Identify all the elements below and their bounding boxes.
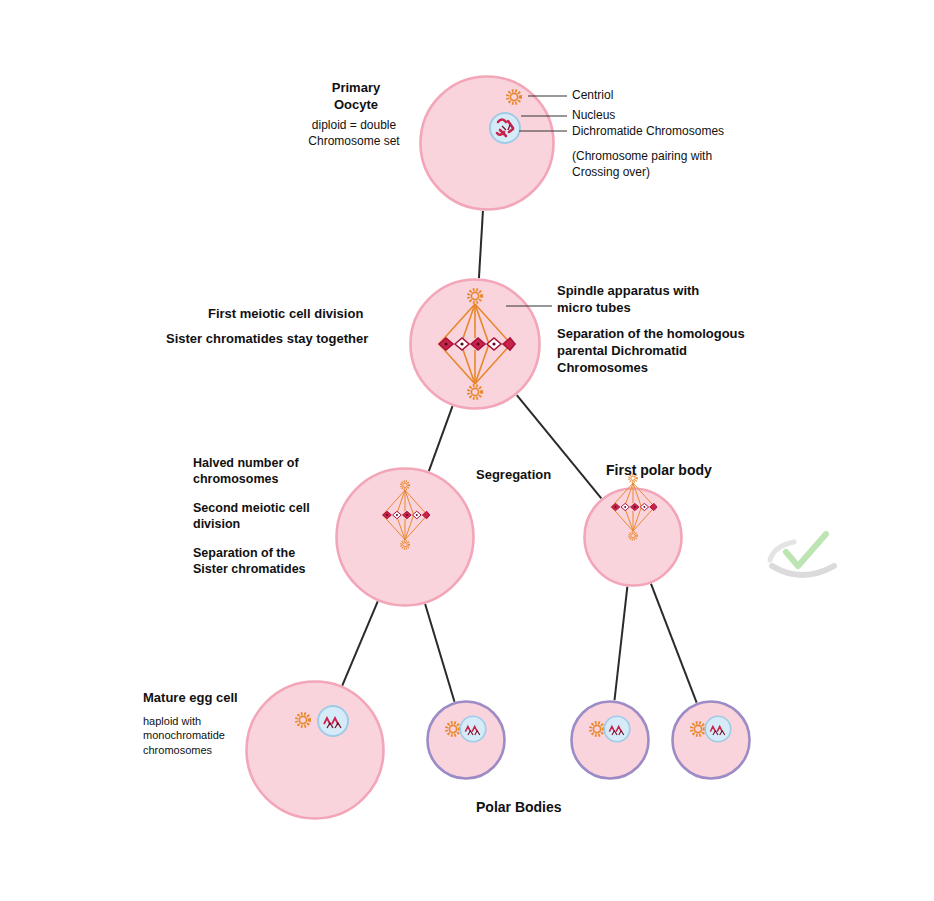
cell-outline [245, 680, 385, 820]
cell-description: haploid with monochromatide chromosomes [143, 714, 247, 757]
cell-heading: Mature egg cell [143, 690, 293, 707]
connector-line [615, 587, 628, 701]
cell-outline [671, 700, 751, 780]
cell-outline [335, 467, 475, 607]
cell-outline [426, 700, 506, 780]
part-label: Spindle apparatus with micro tubes [557, 283, 727, 317]
cell-circle: First meiotic cell divisionSister chroma… [409, 278, 541, 410]
connector-line [342, 601, 378, 685]
connector-line [429, 406, 453, 471]
cell-outline [419, 75, 555, 211]
cell-circle: Mature egg cellhaploid with monochromati… [245, 680, 385, 820]
cell-circle: First polar body [583, 487, 683, 587]
cell-outline [570, 700, 650, 780]
cell-outline [409, 278, 541, 410]
cell-circle: Primary Oocytediploid = double Chromosom… [419, 75, 555, 211]
connector-line [651, 584, 697, 703]
group-label: Polar Bodies [476, 798, 606, 816]
cell-outline [583, 487, 683, 587]
cell-description: diploid = double Chromosome set [290, 118, 418, 149]
cell-heading: First meiotic cell division [208, 306, 404, 323]
part-label: Centriol [572, 88, 692, 104]
note: Separation of the homologous parental Di… [557, 326, 772, 377]
cell-heading: Primary Oocyte [318, 80, 394, 114]
polar-body-cell [426, 700, 506, 780]
cell-description: Second meiotic cell division [193, 500, 321, 533]
cell-description: Sister chromatides stay together [166, 331, 404, 348]
connector-line [425, 604, 454, 702]
cell-description: Separation of the Sister chromatides [193, 545, 329, 578]
note: (Chromosome pairing with Crossing over) [572, 149, 722, 180]
cell-circle: Halved number of chromosomesSecond meiot… [335, 467, 475, 607]
cell-heading: First polar body [606, 461, 756, 479]
polar-body-cell [570, 700, 650, 780]
process-label: Segregation [476, 467, 586, 484]
part-label: Nucleus [572, 108, 692, 124]
connector-line [479, 211, 483, 278]
part-label: Dichromatide Chromosomes [572, 124, 772, 140]
polar-body-cell [671, 700, 751, 780]
connector-line [517, 395, 602, 498]
cell-heading: Halved number of chromosomes [193, 455, 321, 488]
